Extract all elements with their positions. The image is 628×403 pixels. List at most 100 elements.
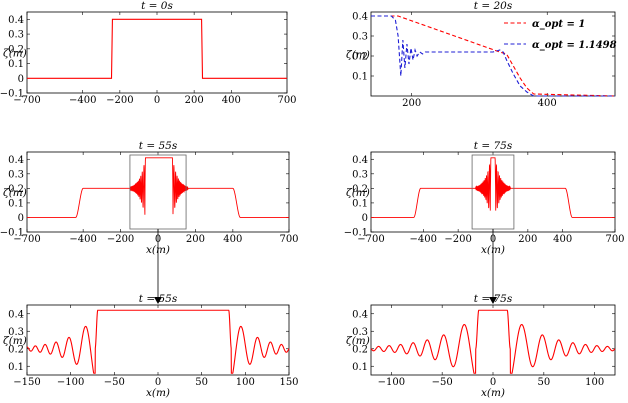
x-tick-label: −700 [13, 234, 40, 245]
y-tick-label: 0.3 [8, 169, 24, 180]
axes-frame [26, 151, 290, 233]
legend-label: α_opt = 1.1498 [532, 40, 617, 51]
y-tick-label: 0 [18, 74, 24, 85]
y-tick-label: 0.1 [8, 362, 24, 373]
x-tick-label: −400 [410, 234, 437, 245]
x-tick-label: −400 [69, 95, 96, 106]
panel-title: t = 20s [474, 0, 513, 12]
y-axis-label: ζ(m) [346, 335, 370, 347]
x-tick-label: 700 [277, 95, 296, 106]
y-tick-label: 0.3 [8, 30, 24, 41]
legend-label: α_opt = 1 [532, 19, 585, 30]
y-tick-label: 0.2 [8, 184, 24, 195]
y-tick-label: 0.2 [8, 44, 24, 55]
y-tick-label: 0.4 [8, 309, 24, 320]
panel-p4: −700−400−2000200400700−0.100.10.20.30.4t… [344, 140, 625, 304]
y-axis-label: ζ(m) [3, 335, 27, 347]
y-tick-label: 0 [18, 213, 24, 224]
x-tick-label: 0 [154, 95, 160, 106]
x-tick-label: −150 [13, 377, 40, 388]
legend: α_opt = 1 α_opt = 1.1498 [504, 19, 617, 51]
y-tick-label: 0.2 [352, 184, 368, 195]
panel-p1: −700 −400 −200 0 200 400 700 −0.1 0 0.1 0.2 0.3 0.4 t… [0, 0, 297, 106]
x-axis-label: x(m) [146, 387, 170, 399]
zoom-arrow-head [489, 297, 497, 304]
y-tick-label: 0.4 [352, 155, 368, 166]
y-tick-label: 0.4 [8, 155, 24, 166]
y-tick-label: 0.3 [352, 169, 368, 180]
x-tick-label: −100 [378, 377, 405, 388]
y-tick-label: 0.1 [352, 72, 368, 83]
x-tick-label: 200 [402, 98, 421, 109]
y-tick-label: 0.1 [352, 198, 368, 209]
panel-title: t = 75s [474, 140, 513, 152]
x-tick-label: −100 [57, 377, 84, 388]
y-tick-label: 0.3 [352, 32, 368, 43]
series-line [27, 18, 287, 79]
series-line [370, 309, 616, 374]
x-tick-label: 50 [537, 377, 550, 388]
y-tick-label: 0.1 [352, 362, 368, 373]
panel-p3: −700−400−2000200400700−0.100.10.20.30.4t… [0, 140, 299, 304]
x-tick-label: 0 [155, 377, 161, 388]
x-tick-label: −700 [357, 234, 384, 245]
y-tick-label: 0.4 [352, 12, 368, 23]
y-tick-label: 0.3 [8, 327, 24, 338]
panel-title: t = 0s [141, 0, 173, 12]
y-tick-label: 0.1 [8, 59, 24, 70]
y-tick-label: 0.2 [352, 52, 368, 63]
axes-frame [370, 11, 616, 97]
y-tick-label: −0.1 [0, 228, 24, 239]
y-tick-label: 0.4 [352, 309, 368, 320]
x-tick-label: 100 [585, 377, 604, 388]
axes-frame [26, 11, 288, 94]
y-tick-label: −0.1 [344, 228, 368, 239]
y-axis-label: ζ(m) [3, 187, 27, 199]
x-tick-label: 200 [186, 234, 205, 245]
x-tick-label: 400 [553, 234, 572, 245]
x-tick-label: 400 [222, 95, 241, 106]
x-tick-label: −200 [106, 95, 133, 106]
y-axis-label: ζ(m) [346, 49, 370, 61]
panel-title: t = 55s [139, 140, 178, 152]
zoom-box [471, 154, 515, 230]
x-axis-label: x(m) [481, 387, 505, 399]
panel-title: t = 55s [139, 293, 178, 305]
x-tick-label: 700 [279, 234, 298, 245]
y-tick-label: 0.1 [8, 198, 24, 209]
x-tick-label: 50 [195, 377, 208, 388]
x-tick-label: −200 [107, 234, 134, 245]
zoom-arrow-head [154, 297, 162, 304]
x-tick-label: 200 [518, 234, 537, 245]
x-tick-label: 0 [490, 377, 496, 388]
axes-frame [370, 304, 616, 376]
x-tick-label: 400 [223, 234, 242, 245]
panel-title: t = 75s [474, 293, 513, 305]
x-tick-label: 200 [185, 95, 204, 106]
y-tick-label: 0.4 [8, 15, 24, 26]
x-tick-label: 700 [605, 234, 624, 245]
y-axis-label: ζ(m) [346, 187, 370, 199]
y-tick-label: 0.2 [352, 344, 368, 355]
series-line [371, 157, 615, 218]
x-tick-label: −50 [432, 377, 453, 388]
panel-p5: −150 −100 −50 0 50 100 150 0.1 0.2 0.3 0.4 t = 55s x… [3, 293, 299, 399]
x-tick-label: −700 [13, 95, 40, 106]
x-tick-label: 150 [279, 377, 298, 388]
series-line [26, 309, 290, 374]
series-line-blue [371, 15, 615, 97]
y-tick-label: 0.2 [8, 344, 24, 355]
axes-frame [370, 151, 616, 233]
x-tick-label: −200 [444, 234, 471, 245]
x-tick-label: 100 [236, 377, 255, 388]
y-tick-label: 0 [362, 213, 368, 224]
y-tick-label: −0.1 [0, 89, 24, 100]
x-tick-label: −400 [69, 234, 96, 245]
x-tick-label: −50 [104, 377, 125, 388]
y-axis-label: ζ(m) [3, 48, 27, 60]
x-tick-label: 400 [538, 98, 557, 109]
series-line [27, 157, 289, 218]
